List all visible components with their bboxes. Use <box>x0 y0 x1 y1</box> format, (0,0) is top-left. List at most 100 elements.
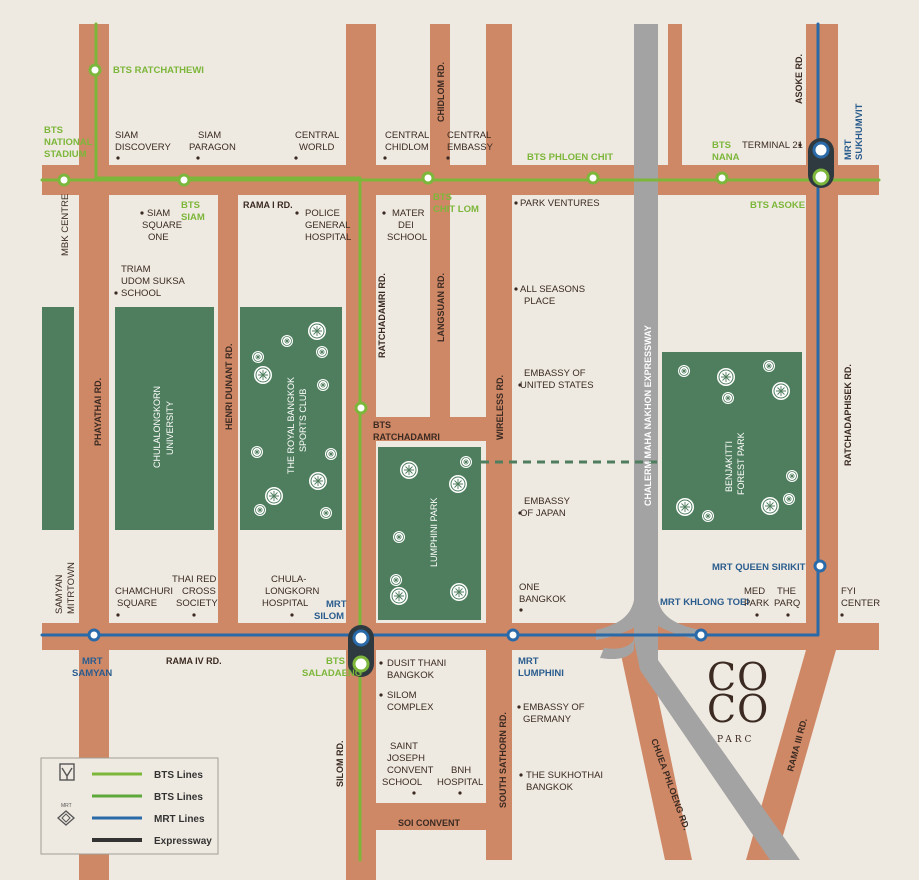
label-dusit-thani: DUSIT THANI <box>387 658 446 669</box>
label-police-hospital: POLICE <box>305 208 340 219</box>
svg-text:JOSEPH: JOSEPH <box>387 753 425 764</box>
svg-text:HOSPITAL: HOSPITAL <box>262 598 308 609</box>
label-fyi-center: FYI <box>841 586 856 597</box>
svg-text:RATCHADAMRI: RATCHADAMRI <box>373 432 440 442</box>
label-wireless-road: WIRELESS RD. <box>495 375 505 440</box>
label-chidlom-road: CHIDLOM RD. <box>436 62 446 122</box>
legend-bts-lines-2: BTS Lines <box>154 792 203 803</box>
svg-text:STADIUM: STADIUM <box>44 149 87 160</box>
station-mrt-lumphini <box>506 628 520 642</box>
label-med-park: MED <box>744 586 765 597</box>
label-benjakitti-forest-park: BENJAKITTI <box>724 441 734 492</box>
svg-text:SQUARE: SQUARE <box>142 220 182 231</box>
label-silom-complex: SILOM <box>387 690 417 701</box>
svg-text:SQUARE: SQUARE <box>117 598 157 609</box>
mrt-blue-line <box>40 22 820 637</box>
svg-text:MITRTOWN: MITRTOWN <box>66 562 77 614</box>
label-siam-square-one: SIAM <box>147 208 170 219</box>
label-siam-discovery: SIAM <box>115 130 138 141</box>
label-triam-udom: TRIAM <box>121 264 151 275</box>
svg-text:SIAM: SIAM <box>181 212 205 223</box>
svg-text:CROSS: CROSS <box>182 586 216 597</box>
label-chula-hospital: CHULA- <box>271 574 306 585</box>
svg-text:CHIT LOM: CHIT LOM <box>433 204 479 215</box>
station-bts-chit-lom <box>421 171 435 185</box>
svg-text:CO: CO <box>707 655 769 699</box>
svg-text:PARC: PARC <box>717 735 754 745</box>
label-bts-siam: BTS <box>181 200 200 211</box>
label-asoke-road: ASOKE RD. <box>794 54 804 104</box>
svg-text:PLACE: PLACE <box>524 296 555 307</box>
svg-text:UDOM SUKSA: UDOM SUKSA <box>121 276 186 287</box>
label-mrt-samyan: MRT <box>82 656 103 667</box>
label-mrt-sukhumvit: MRT <box>843 139 854 160</box>
station-bts-national-stadium <box>57 173 71 187</box>
bts-silom-line <box>94 22 362 862</box>
label-phayathai-road: PHAYATHAI RD. <box>93 378 103 446</box>
label-saint-joseph: SAINT <box>390 741 418 752</box>
svg-text:EMBASSY: EMBASSY <box>447 142 494 153</box>
svg-text:NATIONAL: NATIONAL <box>44 137 93 148</box>
svg-text:MRT: MRT <box>61 803 72 809</box>
svg-text:ONE: ONE <box>148 232 169 243</box>
label-central-chidlom: CENTRAL <box>385 130 429 141</box>
wireless-sathorn-road <box>486 24 512 860</box>
label-chamchuri-square: CHAMCHURI <box>115 586 173 597</box>
label-mater-dei: MATER <box>392 208 425 219</box>
svg-text:SCHOOL: SCHOOL <box>382 777 422 788</box>
chuea-phloeng-road <box>620 650 692 860</box>
station-mrt-queen-sirikit <box>813 559 827 573</box>
label-silom-road: SILOM RD. <box>335 741 345 788</box>
svg-text:SOCIETY: SOCIETY <box>176 598 218 609</box>
expressway <box>596 24 800 860</box>
svg-text:GENERAL: GENERAL <box>305 220 350 231</box>
station-bts-ratchathewi <box>88 63 102 77</box>
label-bnh-hospital: BNH <box>451 765 471 776</box>
label-mrt-silom: MRT <box>326 599 347 610</box>
mrt-logo-icon: MRT <box>57 803 75 826</box>
label-german-embassy: EMBASSY OF <box>523 702 585 713</box>
label-ratchadamri-road: RATCHADAMRI RD. <box>377 273 387 358</box>
henri-dunant-road <box>218 195 238 623</box>
label-ratchadaphisek-road: RATCHADAPHISEK RD. <box>843 364 853 466</box>
green-strip <box>42 307 74 530</box>
label-central-world: CENTRAL <box>295 130 339 141</box>
asoke-ratchadaphisek-road <box>806 24 838 623</box>
interchange-silom-saladaeng <box>348 625 374 677</box>
svg-text:LONGKORN: LONGKORN <box>265 586 320 597</box>
svg-text:SALADAENG: SALADAENG <box>302 668 362 679</box>
label-mrt-khlong-toei: MRT KHLONG TOEI <box>660 597 749 608</box>
svg-text:PARK: PARK <box>744 598 770 609</box>
label-south-sathorn-road: SOUTH SATHORN RD. <box>498 712 508 808</box>
label-langsuan-road: LANGSUAN RD. <box>436 273 446 342</box>
station-mrt-khlong-toei <box>694 628 708 642</box>
label-siam-paragon: SIAM <box>198 130 221 141</box>
svg-text:SILOM: SILOM <box>314 611 344 622</box>
svg-text:DEI: DEI <box>398 220 414 231</box>
svg-text:SPORTS CLUB: SPORTS CLUB <box>298 389 308 452</box>
label-bts-ratchadamri: BTS <box>373 420 391 430</box>
svg-text:CO: CO <box>707 687 769 731</box>
label-us-embassy: EMBASSY OF <box>524 368 586 379</box>
svg-text:SCHOOL: SCHOOL <box>387 232 427 243</box>
label-bts-national-stadium: BTS <box>44 125 63 136</box>
station-bts-phloen-chit <box>586 171 600 185</box>
svg-text:UNITED STATES: UNITED STATES <box>520 380 594 391</box>
label-rama1-road: RAMA I RD. <box>243 200 293 210</box>
svg-text:SAMYAN: SAMYAN <box>72 668 112 679</box>
svg-text:HOSPITAL: HOSPITAL <box>305 232 351 243</box>
svg-text:SCHOOL: SCHOOL <box>121 288 161 299</box>
svg-text:OF JAPAN: OF JAPAN <box>520 508 566 519</box>
label-thai-red-cross: THAI RED <box>172 574 216 585</box>
svg-text:BANGKOK: BANGKOK <box>526 782 574 793</box>
chidlom-langsuan-road <box>430 24 450 419</box>
svg-text:PARAGON: PARAGON <box>189 142 236 153</box>
legend-mrt-lines: MRT Lines <box>154 814 205 825</box>
label-bts-chit-lom: BTS <box>433 192 452 203</box>
coco-parc-logo: CO CO PARC <box>707 655 769 745</box>
map-legend: BTS Lines BTS Lines MRT MRT Lines Expres… <box>40 757 219 855</box>
svg-text:PARQ: PARQ <box>774 598 800 609</box>
svg-text:CHIDLOM: CHIDLOM <box>385 142 429 153</box>
label-terminal21: TERMINAL 21 <box>742 140 803 151</box>
